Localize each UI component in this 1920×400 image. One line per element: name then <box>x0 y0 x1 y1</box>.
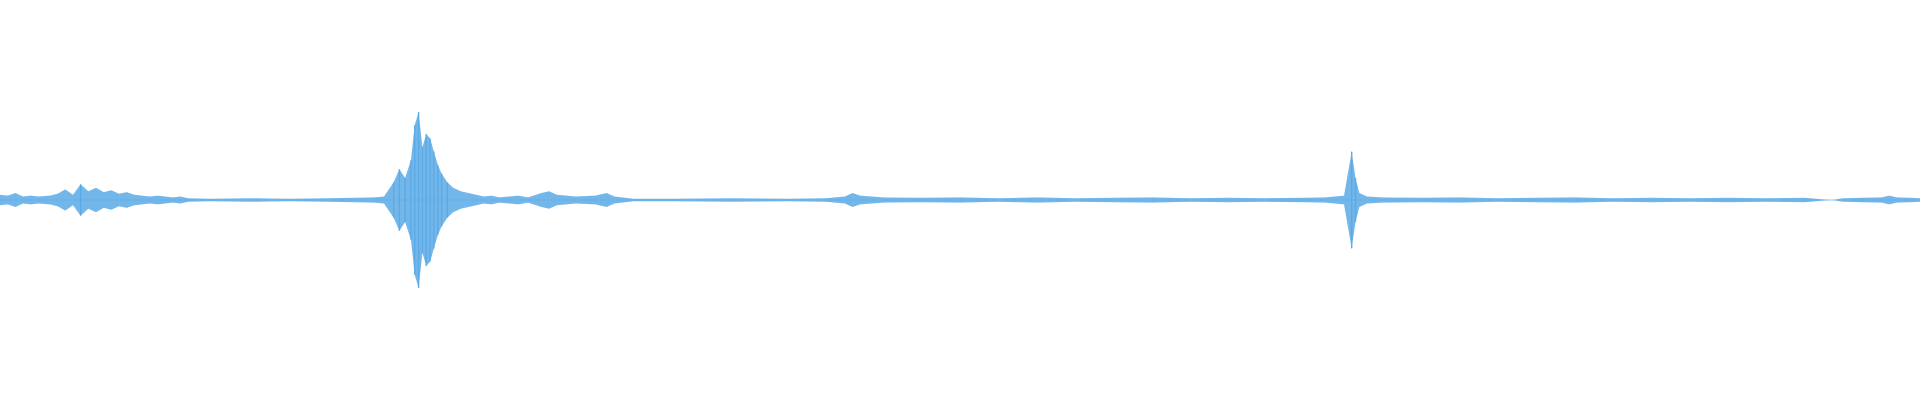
audio-waveform-view[interactable] <box>0 0 1920 400</box>
waveform-canvas[interactable] <box>0 0 1920 400</box>
